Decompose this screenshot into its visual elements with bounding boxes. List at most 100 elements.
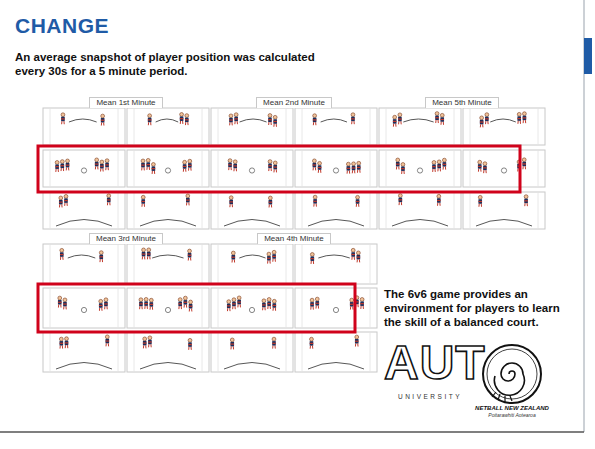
player-bib xyxy=(144,303,148,304)
player-head xyxy=(272,337,276,341)
player-bib xyxy=(396,164,400,165)
player-figure xyxy=(105,159,109,170)
player-bib xyxy=(485,118,489,119)
player-leg xyxy=(352,307,353,310)
court-line xyxy=(538,150,539,187)
player-leg xyxy=(437,168,438,171)
player-body xyxy=(232,255,236,260)
player-leg xyxy=(351,121,352,124)
player-bib xyxy=(273,121,277,122)
player-body xyxy=(188,253,192,258)
court-line xyxy=(50,288,51,328)
player-head xyxy=(55,161,59,165)
court-cell xyxy=(295,332,377,372)
player-body xyxy=(350,302,354,307)
player-leg xyxy=(187,122,188,125)
player-leg xyxy=(445,167,446,170)
player-leg xyxy=(102,168,103,171)
goal-arc xyxy=(224,363,280,370)
player-body xyxy=(268,164,272,169)
player-leg xyxy=(347,171,348,174)
player-figure xyxy=(233,160,237,171)
player-body xyxy=(273,165,277,170)
player-leg xyxy=(481,204,482,207)
court-line xyxy=(538,192,539,229)
player-body xyxy=(66,163,70,168)
player-body xyxy=(143,341,147,346)
player-bib xyxy=(61,118,65,119)
player-head xyxy=(228,159,232,163)
highlight-box xyxy=(38,284,355,332)
player-body xyxy=(432,164,436,169)
player-body xyxy=(146,162,150,167)
court-line xyxy=(202,244,203,284)
player-figure xyxy=(186,194,190,205)
player-figure xyxy=(141,159,145,170)
player-leg xyxy=(62,346,63,349)
player-leg xyxy=(107,202,108,205)
player-leg xyxy=(61,204,62,207)
highlight-box xyxy=(38,146,520,192)
player-body xyxy=(65,341,69,346)
player-bib xyxy=(65,342,69,343)
player-leg xyxy=(229,204,230,207)
player-figure xyxy=(104,298,108,309)
player-head xyxy=(229,196,233,200)
court-line xyxy=(454,192,455,229)
player-head xyxy=(312,159,316,163)
player-bib xyxy=(229,201,233,202)
player-head xyxy=(230,338,234,342)
player-leg xyxy=(145,345,146,348)
player-leg xyxy=(233,346,234,349)
player-leg xyxy=(356,204,357,207)
court-cell xyxy=(463,150,545,187)
player-body xyxy=(105,163,109,168)
player-figure xyxy=(146,158,150,169)
court-line xyxy=(134,108,135,145)
court-line xyxy=(370,108,371,145)
player-body xyxy=(227,304,231,309)
player-bib xyxy=(186,199,190,200)
player-body xyxy=(311,256,315,261)
court-cell xyxy=(127,150,209,187)
player-figure xyxy=(273,115,277,126)
player-bib xyxy=(55,166,59,167)
player-bib xyxy=(139,303,143,304)
player-figure xyxy=(59,196,63,207)
player-bib xyxy=(100,166,104,167)
court-line xyxy=(370,244,371,284)
player-leg xyxy=(237,304,238,307)
player-figure xyxy=(183,160,187,171)
player-body xyxy=(237,300,241,305)
court-line xyxy=(286,244,287,284)
court-cell xyxy=(295,108,377,145)
player-body xyxy=(144,301,148,306)
player-bib xyxy=(183,166,187,167)
player-leg xyxy=(270,122,271,125)
player-head xyxy=(356,195,360,199)
player-leg xyxy=(144,256,145,259)
player-leg xyxy=(354,170,355,173)
player-body xyxy=(313,118,317,123)
centre-circle xyxy=(249,307,254,312)
player-body xyxy=(443,162,447,167)
player-leg xyxy=(271,204,272,207)
player-body xyxy=(318,165,322,170)
player-head xyxy=(107,194,111,198)
player-leg xyxy=(313,167,314,170)
player-leg xyxy=(230,346,231,349)
player-head xyxy=(185,114,189,118)
court-cell xyxy=(127,244,209,284)
player-head xyxy=(352,162,356,166)
player-leg xyxy=(105,167,106,170)
player-bib xyxy=(189,306,193,307)
court-line xyxy=(386,150,387,187)
court-cell xyxy=(43,150,125,187)
player-leg xyxy=(395,124,396,127)
player-bib xyxy=(99,305,103,306)
player-leg xyxy=(185,169,186,172)
player-leg xyxy=(318,170,319,173)
court-line xyxy=(202,332,203,372)
player-head xyxy=(149,298,153,302)
player-body xyxy=(188,163,192,168)
